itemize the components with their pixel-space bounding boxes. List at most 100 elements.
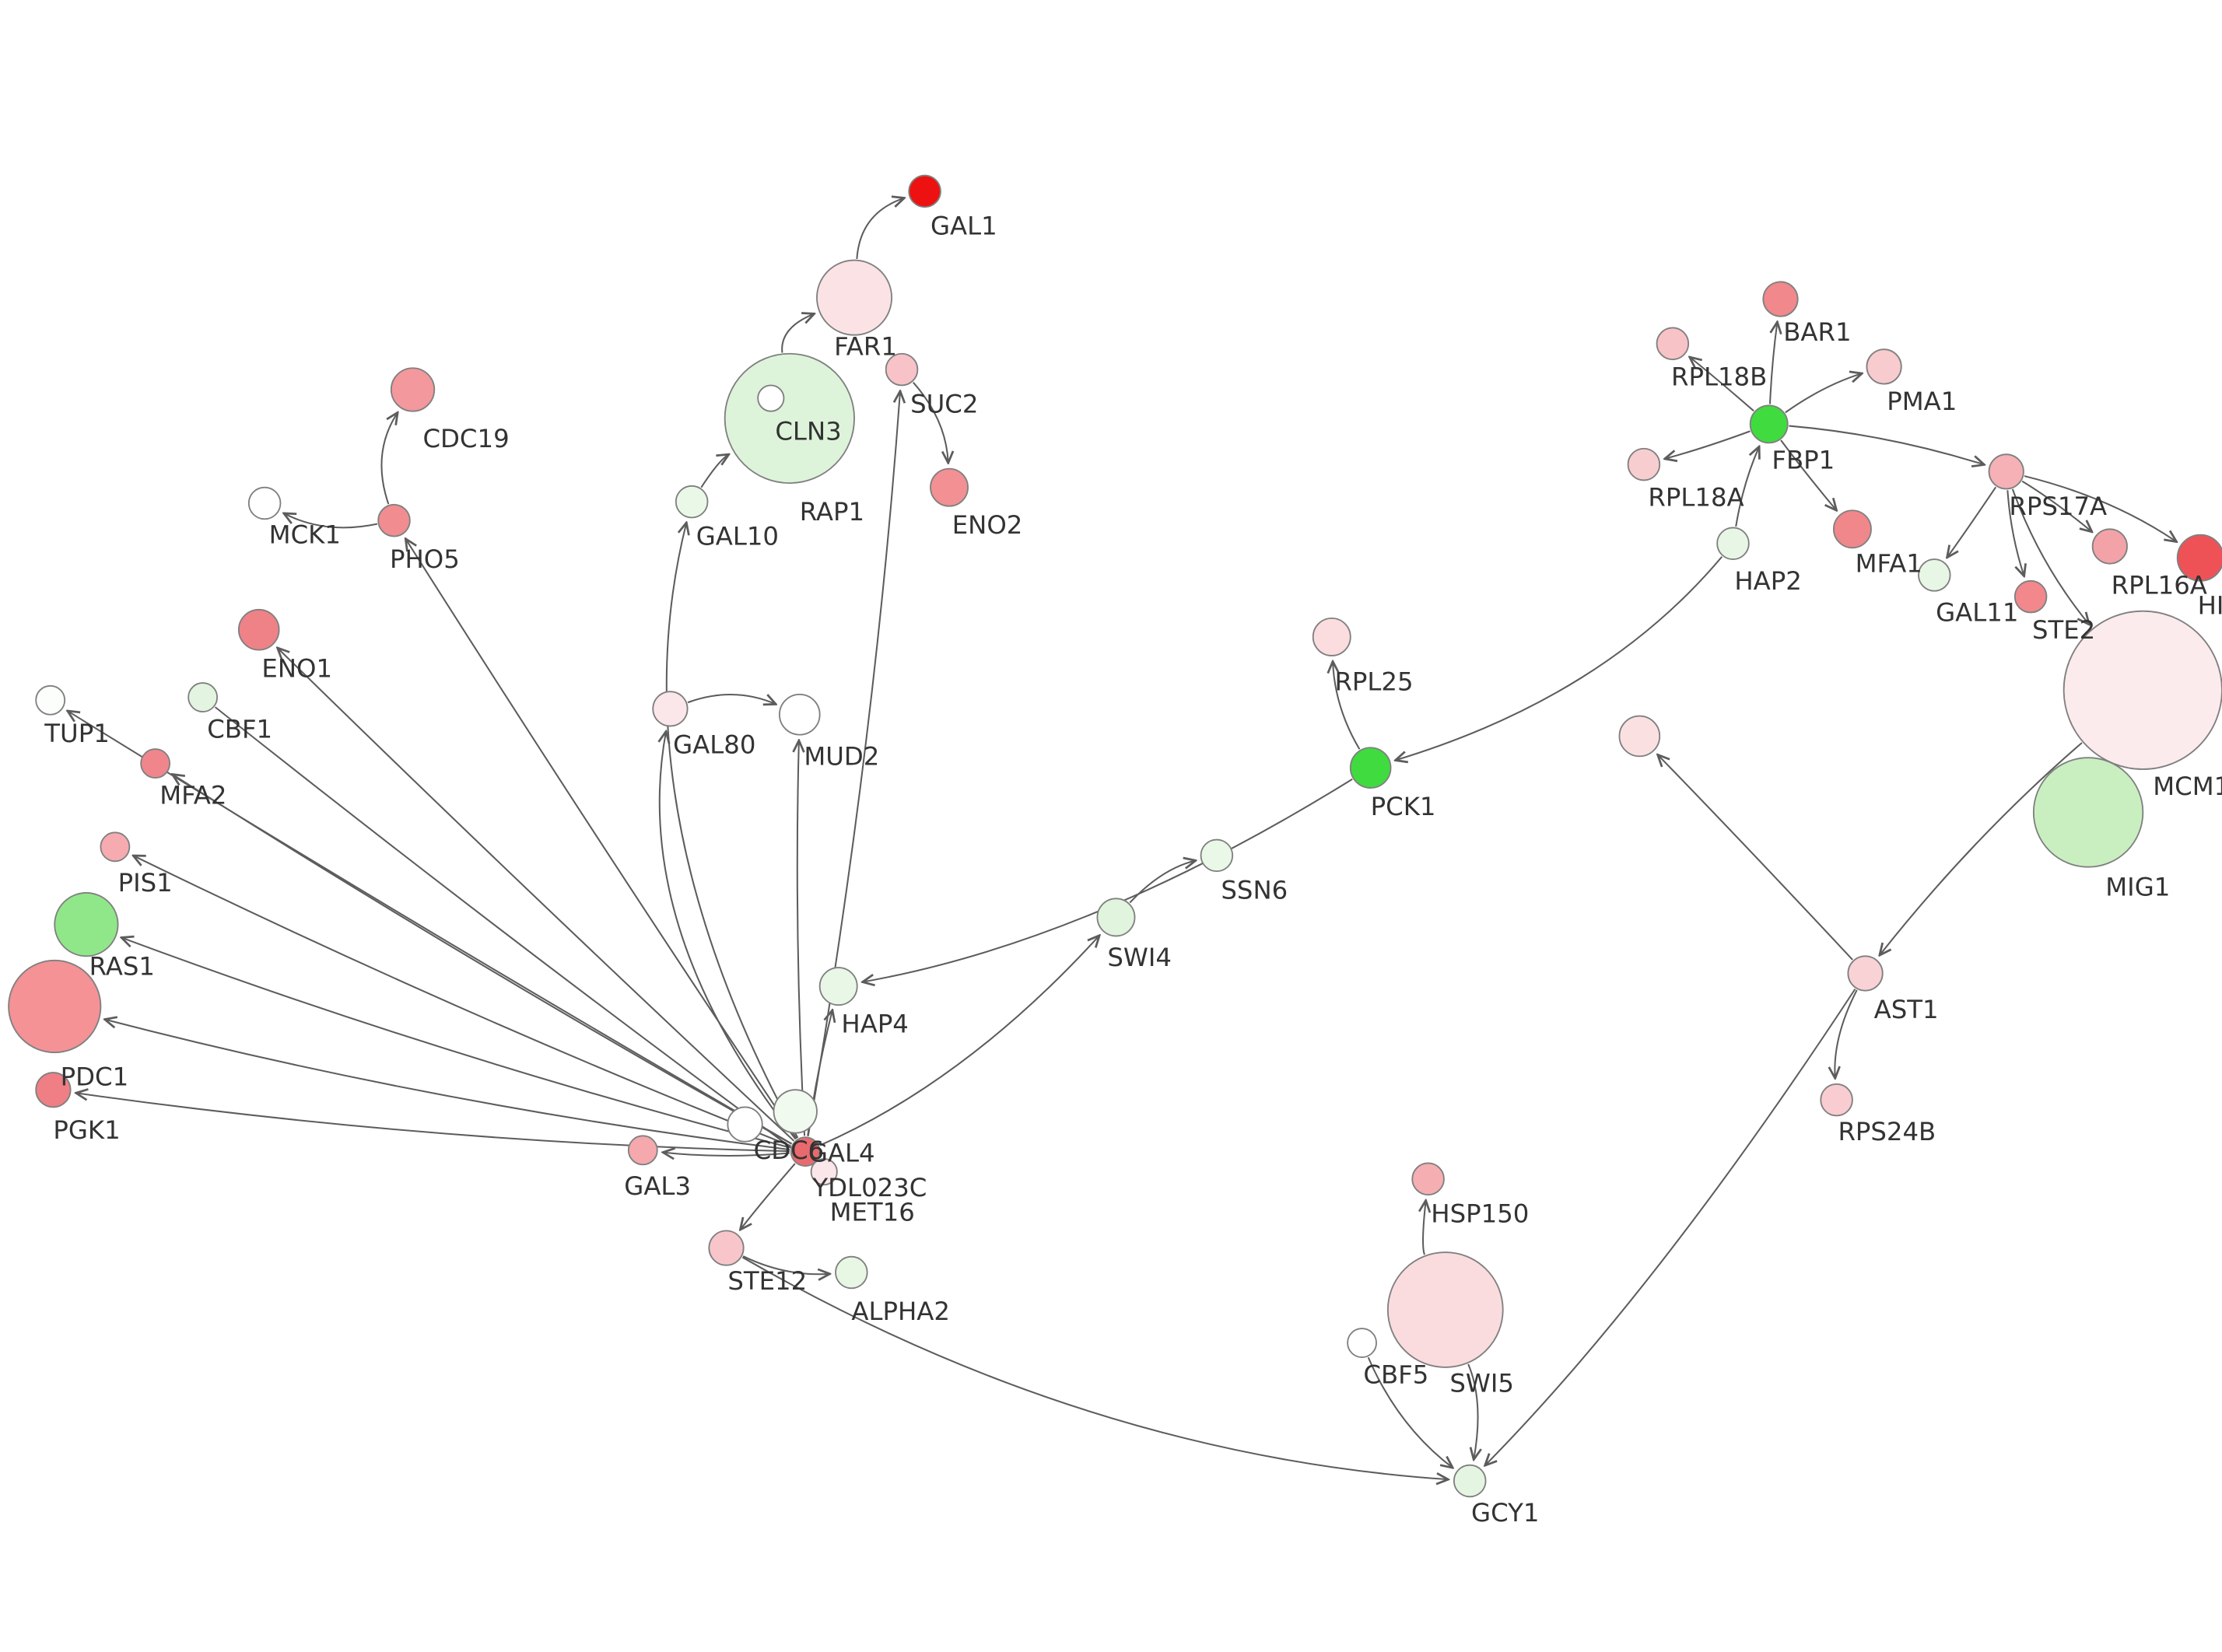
edge-fbp1-pma1[interactable] [1785,373,1863,414]
node-suc2[interactable] [885,352,919,387]
edge-cbf1-met16[interactable] [214,706,809,1160]
node-rps24b[interactable] [1820,1083,1853,1117]
edge-rps17a-ste2[interactable] [2006,490,2024,576]
node-bar1[interactable] [1762,281,1799,317]
edge-fbp1-bar1[interactable] [1768,322,1777,404]
edge-fbp1-rpl18a[interactable] [1665,430,1751,458]
node-mfa2[interactable] [140,748,171,779]
node-ssn6[interactable] [1200,838,1234,873]
edge-gal4-gal3[interactable] [663,1153,790,1156]
node-swi4[interactable] [1096,898,1136,937]
edge-cbf5-gcy1[interactable] [1367,1356,1453,1468]
node-ydl023c[interactable] [727,1106,763,1143]
node-swi5[interactable] [1386,1251,1504,1368]
node-alpha2[interactable] [835,1255,868,1290]
edge-mcm1-ast1[interactable] [1880,742,2083,955]
node-gal10[interactable] [675,485,709,519]
node-cdc6[interactable] [773,1089,818,1134]
node-his4[interactable] [2176,534,2222,582]
edge-gal4-ras1[interactable] [121,937,790,1149]
edge-cln3-far1[interactable] [781,313,814,353]
node-cbf1[interactable] [188,682,219,712]
node-ste2[interactable] [2013,579,2048,614]
edge-gal4-pis1[interactable] [133,856,791,1147]
node-pdc1[interactable] [8,959,102,1054]
node-far1[interactable] [816,259,893,336]
edge-ste12-gcy1[interactable] [741,1256,1448,1480]
edge-gal4-pho5[interactable] [405,539,797,1139]
node-eno1[interactable] [237,608,280,651]
node-mig1[interactable] [2032,757,2144,868]
edge-fbp1-rps17a[interactable] [1789,425,1984,465]
edge-gal4-pdc1[interactable] [105,1020,790,1151]
edge-fbp1-rpl18b[interactable] [1690,357,1754,412]
node-rps17a[interactable] [1988,453,2024,490]
node-mfa1[interactable] [1832,509,1872,549]
node-gal80[interactable] [652,691,689,727]
node-pho5[interactable] [377,503,411,537]
edge-gal4-gal10[interactable] [665,523,799,1139]
node-gal3[interactable] [627,1135,658,1166]
node-rpl16a[interactable] [2091,528,2128,565]
edge-swi4-ssn6[interactable] [1129,860,1196,904]
edge-swi5-hsp150[interactable] [1423,1200,1426,1255]
node-hap4[interactable] [818,967,858,1006]
edge-rps17a-rpl16a[interactable] [2021,480,2092,532]
node-hap2[interactable] [1716,527,1750,561]
edge-gal4-suc2[interactable] [807,391,900,1136]
edge-gal4-pgk1[interactable] [76,1093,790,1153]
node-fbp1[interactable] [1749,404,1789,444]
edge-gal80-mud2[interactable] [687,694,776,704]
node-rpl18b[interactable] [1656,327,1690,361]
node-unlabeled[interactable] [1618,715,1661,758]
edge-gal4-swi4[interactable] [819,936,1099,1146]
node-tup1[interactable] [35,684,66,716]
node-rpl18a[interactable] [1627,447,1661,481]
node-rpl25[interactable] [1312,617,1351,656]
node-cln3[interactable] [724,352,855,485]
edge-rps17a-gal11[interactable] [1947,486,1997,558]
edge-gal4-ste12[interactable] [740,1163,796,1230]
edge-pck1-rpl25[interactable] [1333,661,1361,750]
edge-ste12-alpha2[interactable] [742,1255,829,1274]
edge-ast1-unl1[interactable] [1658,754,1853,961]
edge-swi5-gcy1[interactable] [1467,1363,1477,1460]
edge-gal4-mud2[interactable] [797,740,806,1136]
node-cbf5[interactable] [1347,1328,1377,1358]
node-mck1[interactable] [247,486,282,520]
node-pis1[interactable] [100,831,131,863]
node-cdc19[interactable] [390,367,436,412]
edge-far1-gal1[interactable] [856,198,904,260]
edge-hap2-pck1[interactable] [1395,556,1723,761]
node-ast1[interactable] [1847,955,1884,992]
edge-gal4-mfa2[interactable] [172,774,792,1145]
node-mud2[interactable] [778,693,821,736]
edge-gal4-eno1[interactable] [278,648,795,1142]
node-pma1[interactable] [1866,348,1902,385]
node-gcy1[interactable] [1453,1464,1487,1498]
edge-pho5-mck1[interactable] [284,513,378,529]
node-rap1[interactable] [757,384,785,412]
edge-gal4-tup1[interactable] [68,711,793,1145]
edge-gal10-cln3[interactable] [700,454,728,488]
node-met16[interactable] [810,1158,838,1186]
edge-suc2-eno2[interactable] [913,382,948,464]
edge-rps17a-his4[interactable] [2024,475,2177,541]
edge-gal4-gal80[interactable] [660,731,797,1140]
node-pck1[interactable] [1349,747,1392,789]
node-eno2[interactable] [930,467,969,507]
edge-fbp1-mfa1[interactable] [1780,439,1837,510]
node-gal11[interactable] [1918,558,1951,592]
edge-hap2-fbp1[interactable] [1735,446,1759,527]
node-hsp150[interactable] [1411,1162,1445,1196]
node-ras1[interactable] [54,892,119,957]
edge-ast1-rps24b[interactable] [1835,989,1858,1079]
node-mcm1[interactable] [2063,610,2222,770]
node-ste12[interactable] [708,1230,745,1266]
node-gal4[interactable] [790,1136,821,1167]
edge-rps17a-mcm1[interactable] [2011,488,2089,625]
edge-ast1-gcy1[interactable] [1485,989,1856,1466]
node-pgk1[interactable] [35,1072,72,1108]
node-gal1[interactable] [908,174,941,208]
